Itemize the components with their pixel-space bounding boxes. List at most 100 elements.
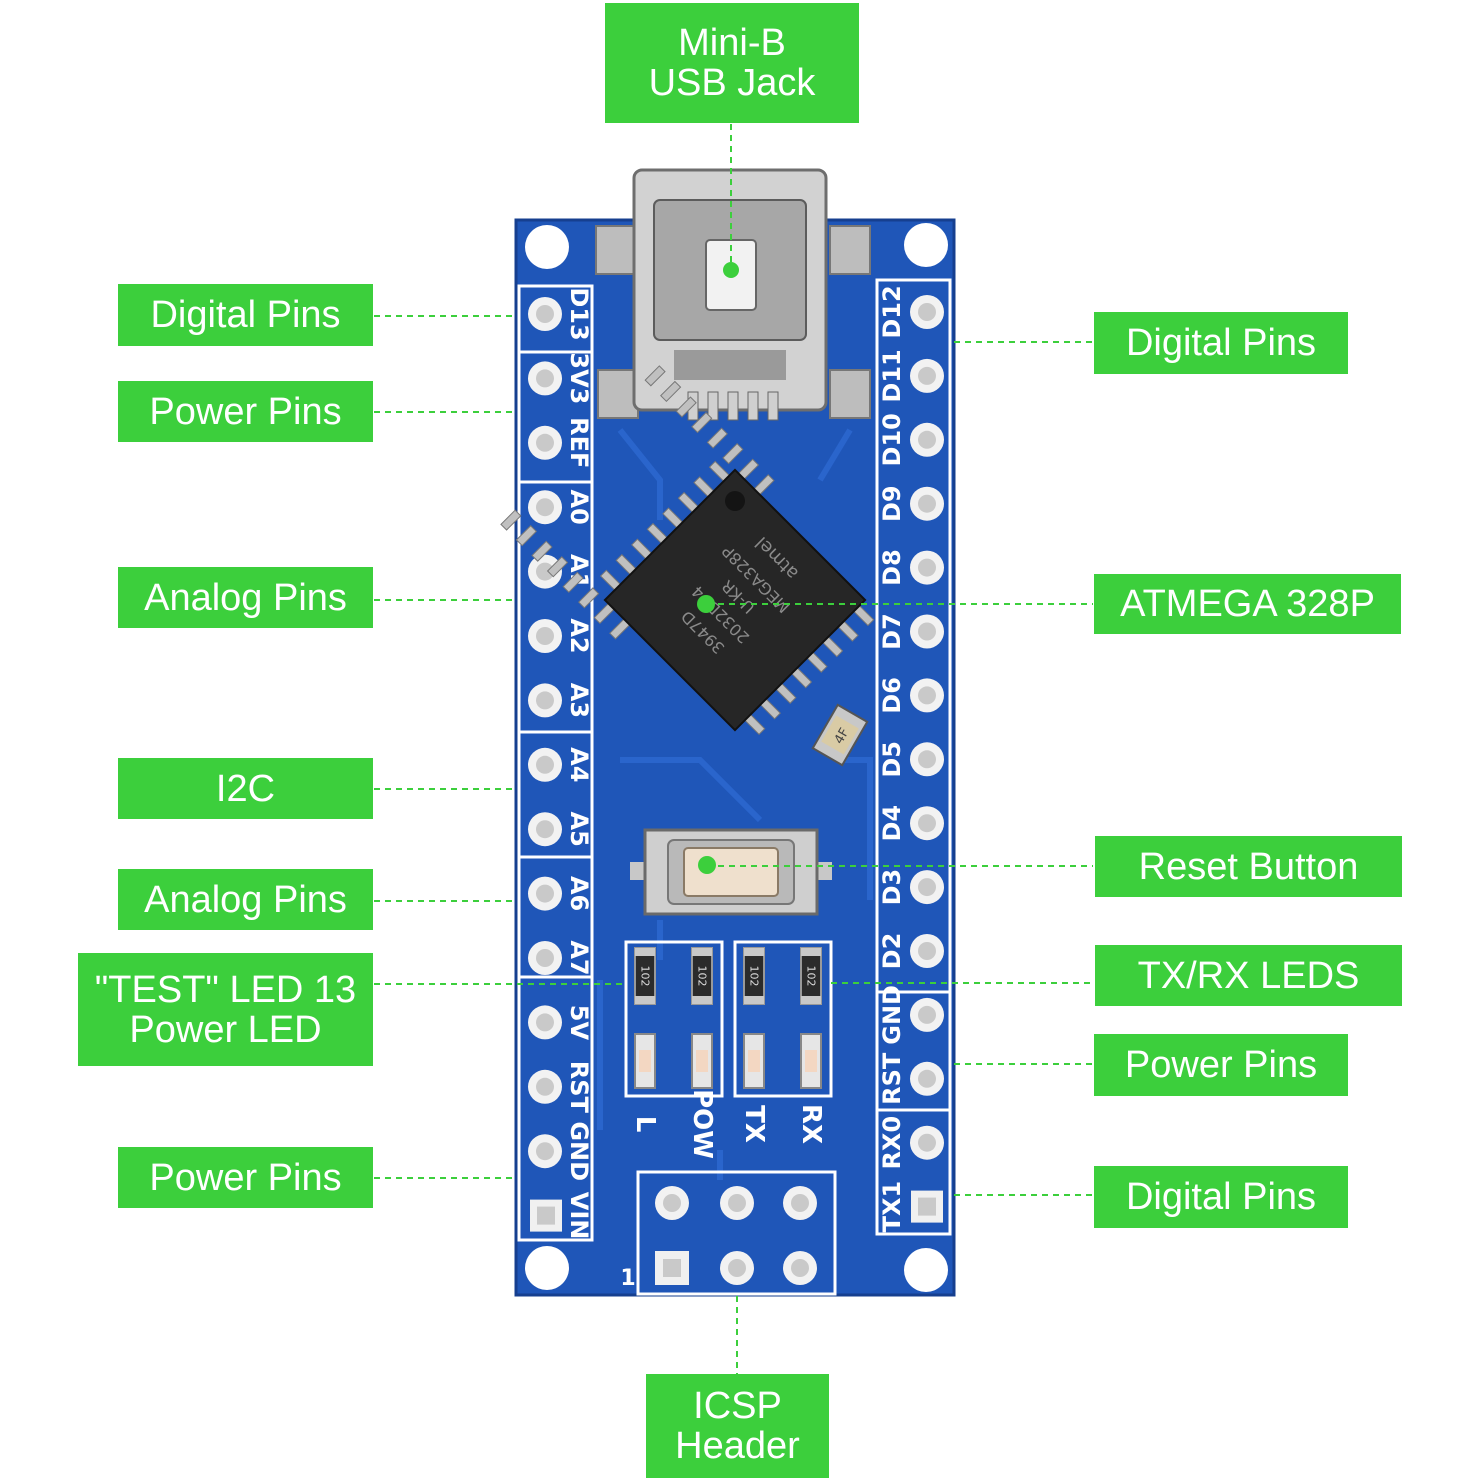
right-pin-d6: D6 [878, 677, 944, 714]
right-pin-label: D7 [878, 613, 906, 650]
left-pin-label: 3V3 [565, 352, 593, 404]
right-pin-label: D3 [878, 869, 906, 906]
right-pin-label: D12 [878, 285, 906, 338]
right-pin-d11: D11 [878, 349, 944, 403]
right-pin-gnd: GND [878, 985, 944, 1045]
right-pin-d2: D2 [878, 933, 944, 970]
leader-lines [374, 124, 1093, 1374]
right-pin-label: RST [878, 1052, 906, 1105]
right-pin-label: D10 [878, 413, 906, 466]
left-pin-label: D13 [565, 287, 593, 340]
resistor-code: 102 [639, 966, 652, 987]
label-digital-pins-bottom-right-text: Digital Pins [1125, 1176, 1317, 1218]
right-pin-rx0: RX0 [878, 1116, 944, 1170]
led-label: POW [687, 1089, 717, 1159]
left-pin-a2: A2 [528, 618, 593, 654]
right-pin-tx1: TX1 [878, 1181, 943, 1233]
left-pin-a3: A3 [528, 683, 593, 718]
icsp-pin [783, 1186, 817, 1220]
left-pin-gnd: GND [528, 1121, 593, 1181]
label-reset-button-text: Reset Button [1138, 845, 1359, 888]
left-pin-vin: VIN [530, 1192, 593, 1239]
right-pin-label: D8 [878, 549, 906, 586]
label-digital-pins-top-left-text: Digital Pins [150, 294, 341, 336]
atmega-chip: atmel MEGA328P U-KR 2032D74 3947D [500, 365, 875, 736]
right-pin-d9: D9 [878, 485, 944, 522]
label-power-pins-bottom-left-text: Power Pins [149, 1156, 342, 1199]
right-pin-label: D9 [878, 485, 906, 522]
resistor-code: 102 [748, 966, 761, 987]
label-icsp-line1: ICSP [693, 1385, 782, 1427]
label-power-pins-bottom-left: Power Pins [118, 1147, 373, 1208]
label-digital-pins-top-right-text: Digital Pins [1125, 322, 1317, 364]
right-pin-d4: D4 [878, 805, 944, 842]
label-test-led-line2: Power LED [129, 1008, 322, 1051]
label-power-pins-right: Power Pins [1094, 1034, 1348, 1096]
right-pin-label: D2 [878, 933, 906, 970]
label-digital-pins-top-right: Digital Pins [1094, 312, 1348, 374]
right-pin-rst: RST [878, 1052, 944, 1105]
right-pin-d7: D7 [878, 613, 944, 650]
label-usb-line1: Mini-B [678, 22, 786, 64]
label-icsp-header: ICSP Header [646, 1374, 829, 1478]
left-pin-label: A0 [565, 490, 593, 525]
header-outlines [517, 278, 952, 1242]
right-pin-d8: D8 [878, 549, 944, 586]
label-analog-pins-1: Analog Pins [118, 567, 373, 628]
label-usb-line2: USB Jack [648, 62, 816, 104]
left-pin-label: A6 [565, 876, 593, 911]
left-pin-label: 5V [565, 1005, 593, 1041]
left-pin-a5: A5 [528, 812, 593, 847]
led-label: L [630, 1116, 660, 1133]
right-pin-d10: D10 [878, 413, 944, 466]
label-digital-pins-top-left: Digital Pins [118, 284, 373, 346]
icsp-header: 1 [620, 1170, 837, 1296]
icsp-pin [720, 1186, 754, 1220]
left-pin-a4: A4 [528, 747, 593, 782]
label-txrx-leds-text: TX/RX LEDS [1137, 954, 1360, 997]
led-label: RX [796, 1104, 826, 1144]
icsp-pin [783, 1251, 817, 1285]
capacitor: 4F [811, 703, 869, 767]
cap-text: 4F [832, 726, 853, 747]
mounting-holes [525, 223, 948, 1292]
resistor-code: 102 [805, 966, 818, 987]
right-pin-label: GND [878, 985, 906, 1045]
label-usb-jack: Mini-B USB Jack [605, 3, 859, 123]
label-power-pins-top-left-text: Power Pins [149, 390, 342, 433]
left-pin-label: RST [565, 1061, 593, 1114]
left-pin-a6: A6 [528, 876, 593, 911]
led-label: TX [739, 1105, 769, 1143]
pcb-traces [597, 428, 873, 1180]
left-pin-label: A5 [565, 812, 593, 847]
label-test-led: "TEST" LED 13 Power LED [78, 953, 373, 1066]
label-analog-pins-1-text: Analog Pins [144, 576, 347, 619]
label-digital-pins-bottom-right: Digital Pins [1094, 1166, 1348, 1228]
left-pin-d13: D13 [528, 287, 593, 341]
label-atmega: ATMEGA 328P [1094, 574, 1401, 634]
label-i2c: I2C [118, 758, 373, 819]
label-analog-pins-2-text: Analog Pins [144, 878, 347, 921]
left-pin-ref: REF [528, 417, 593, 468]
right-pin-d12: D12 [878, 285, 944, 339]
right-pin-d5: D5 [878, 741, 944, 778]
icsp-pin [720, 1251, 754, 1285]
left-pin-label: A7 [565, 940, 593, 975]
right-pin-label: D4 [878, 805, 906, 842]
icsp-pin [655, 1251, 689, 1285]
leader-dots [697, 262, 739, 874]
left-pin-rst: RST [528, 1061, 593, 1114]
right-pin-label: D5 [878, 741, 906, 778]
reset-button [630, 828, 832, 916]
right-pin-label: D6 [878, 677, 906, 714]
right-pin-label: TX1 [878, 1181, 906, 1233]
left-pin-a7: A7 [528, 940, 593, 976]
led-outlines [624, 940, 833, 1098]
left-pin-a0: A0 [528, 490, 593, 525]
